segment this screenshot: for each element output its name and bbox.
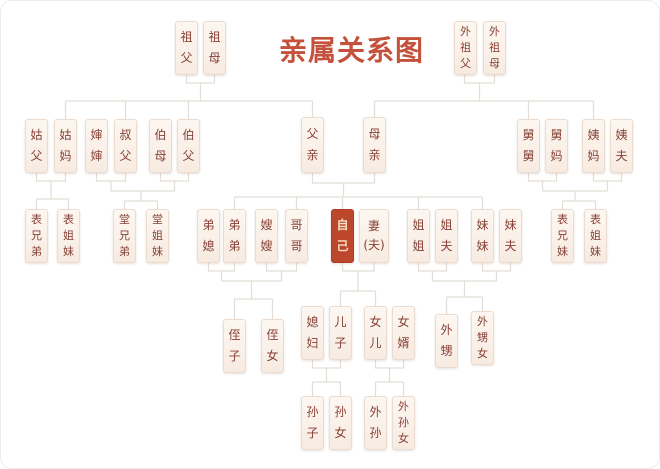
node-paternal-cousin-sisters: 表姐妹 [57, 209, 80, 263]
node-spouse: 妻 (夫) [359, 209, 389, 263]
node-tang-cousin-sisters: 堂姐妹 [146, 209, 169, 263]
wire-children-to-grandchildren [311, 360, 405, 396]
node-elder-brother: 哥哥 [285, 209, 308, 263]
node-elder-sister-husband: 姐夫 [435, 209, 458, 263]
node-granddaughter: 孙女 [329, 396, 352, 450]
node-younger-sister-husband: 妹夫 [499, 209, 522, 263]
node-son: 儿子 [329, 306, 352, 360]
node-elder-uncle-wife: 伯母 [149, 119, 172, 173]
node-elder-sister: 姐姐 [407, 209, 430, 263]
wire-maternal-grandparents [373, 75, 595, 119]
node-paternal-elder-uncle: 伯父 [177, 119, 200, 173]
node-maternal-grandmother: 外祖母 [483, 21, 506, 75]
node-paternal-aunt: 姑妈 [54, 119, 77, 173]
node-maternal-aunt: 姨妈 [582, 119, 605, 173]
node-maternal-cousin-sisters: 表姐妹 [584, 209, 607, 263]
node-sororal-nephew: 外甥 [435, 314, 458, 368]
node-daughters-daughter: 外孙女 [392, 396, 415, 450]
node-daughters-son: 外孙 [364, 396, 387, 450]
wire-parents-to-siblings [233, 173, 484, 209]
node-sororal-niece: 外甥女 [471, 311, 494, 365]
node-younger-sister: 妹妹 [471, 209, 494, 263]
node-son-in-law: 女婿 [392, 306, 415, 360]
node-grandson: 孙子 [301, 396, 324, 450]
node-tang-cousin-brothers: 堂兄弟 [113, 209, 136, 263]
node-paternal-younger-uncle: 叔父 [114, 119, 137, 173]
node-younger-brother: 弟弟 [223, 209, 246, 263]
node-self: 自己 [331, 209, 354, 263]
node-niece: 侄女 [261, 319, 284, 373]
node-daughter: 女儿 [364, 306, 387, 360]
wire-maternal-aunts-uncles [527, 173, 623, 209]
node-daughter-in-law: 媳妇 [301, 306, 324, 360]
node-paternal-aunt-husband: 姑父 [25, 119, 48, 173]
node-maternal-aunt-husband: 姨夫 [610, 119, 633, 173]
page-title: 亲属关系图 [279, 34, 425, 67]
node-paternal-grandmother: 祖母 [203, 21, 226, 75]
node-paternal-cousin-brothers: 表兄弟 [25, 209, 48, 263]
node-younger-uncle-wife: 婶婶 [85, 119, 108, 173]
node-younger-brother-wife: 弟媳 [197, 209, 220, 263]
node-paternal-grandfather: 祖父 [175, 21, 198, 75]
node-mother: 母亲 [363, 117, 386, 173]
node-nephew: 侄子 [223, 319, 246, 373]
node-maternal-cousin-siblings: 表兄妹 [551, 209, 574, 263]
node-elder-brother-wife: 嫂嫂 [255, 209, 278, 263]
wire-siblings-to-children [207, 263, 512, 319]
wire-paternal-grandparents [64, 75, 314, 119]
wire-paternal-aunts-uncles [35, 173, 190, 209]
node-maternal-uncle: 舅舅 [517, 119, 540, 173]
node-maternal-grandfather: 外祖父 [454, 21, 477, 75]
node-father: 父亲 [301, 117, 324, 173]
node-maternal-uncle-wife: 舅妈 [545, 119, 568, 173]
